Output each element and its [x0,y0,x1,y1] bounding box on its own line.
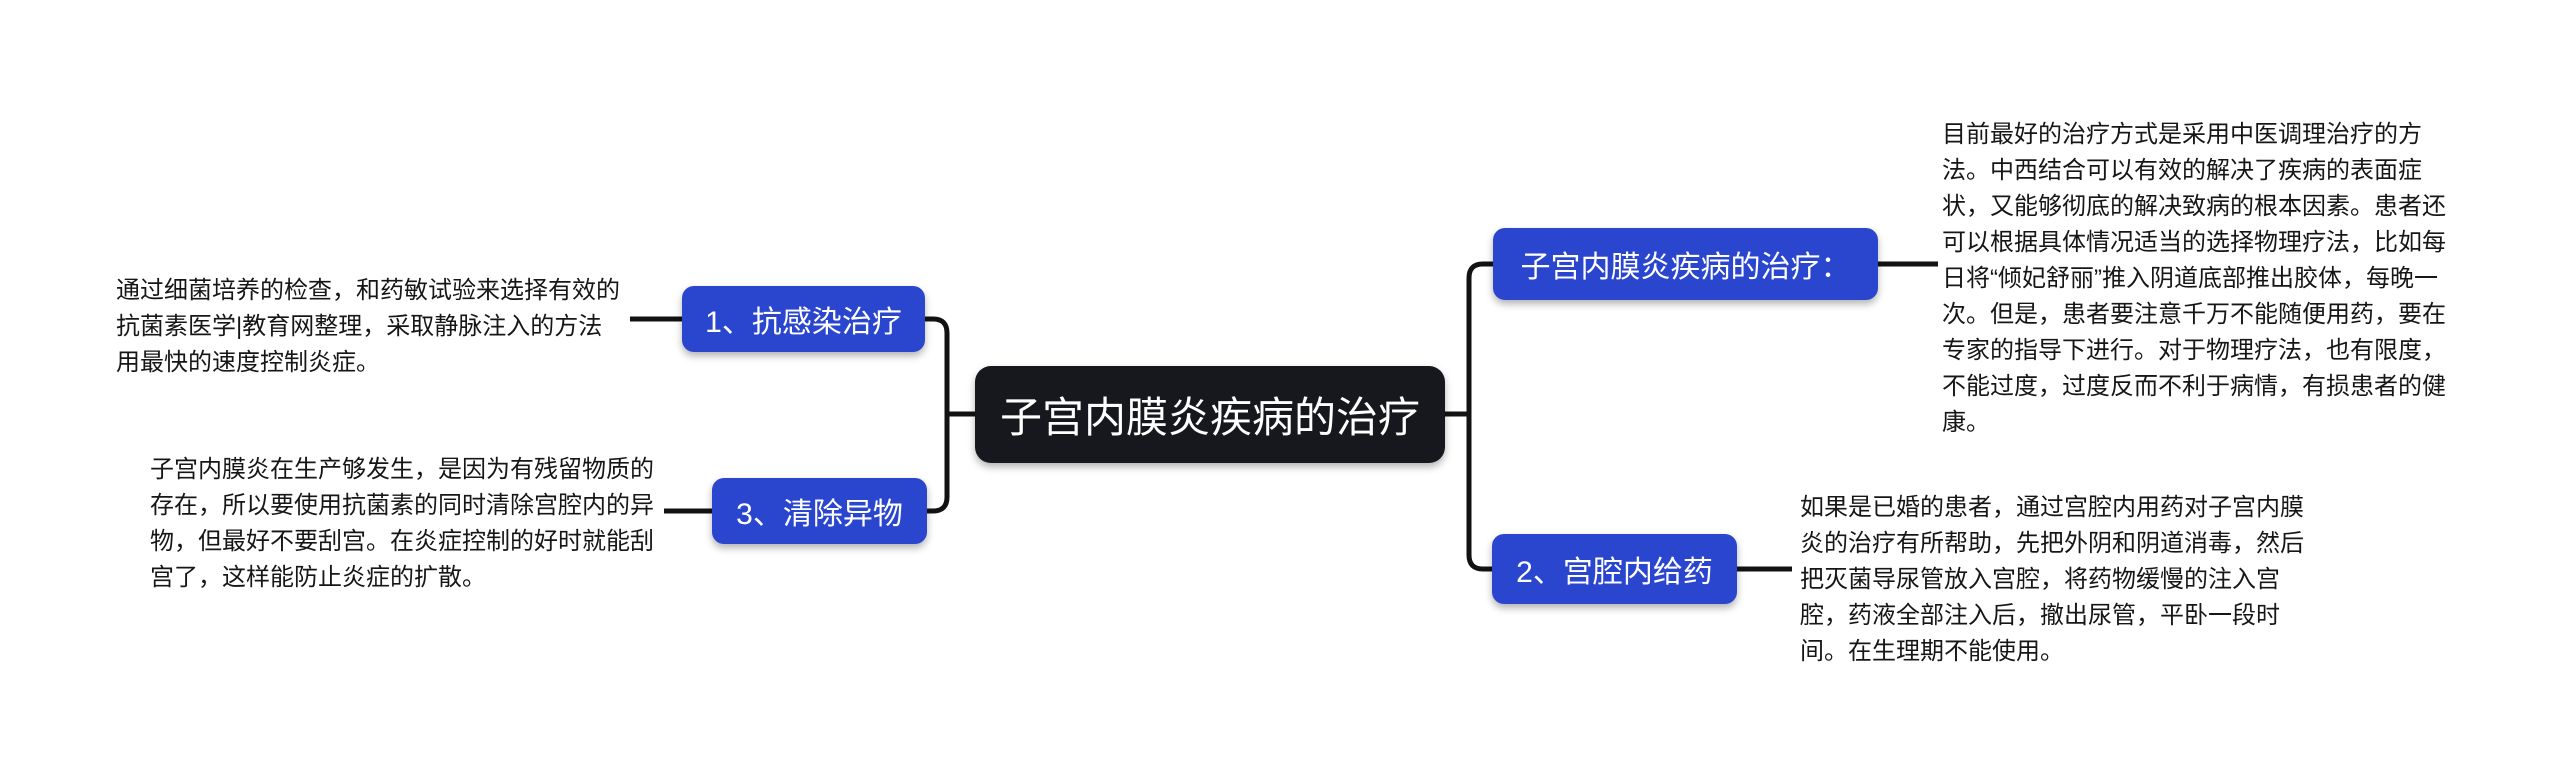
connector-right-bracket [1466,261,1496,572]
topic-remove-foreign-matter[interactable]: 3、清除异物 [712,478,927,544]
central-topic[interactable]: 子宫内膜炎疾病的治疗 [975,366,1445,463]
note-intrauterine-medication: 如果是已婚的患者，通过宫腔内用药对子宫内膜炎的治疗有所帮助，先把外阴和阴道消毒，… [1800,494,2304,665]
note-remove-foreign-matter: 子宫内膜炎在生产够发生，是因为有残留物质的存在，所以要使用抗菌素的同时清除宫腔内… [150,456,654,591]
connector-left-bracket [925,316,950,514]
topic-intrauterine-medication[interactable]: 2、宫腔内给药 [1492,534,1737,604]
note-disease-treatment: 目前最好的治疗方式是采用中医调理治疗的方法。中西结合可以有效的解决了疾病的表面症… [1942,121,2446,436]
topic-anti-infection[interactable]: 1、抗感染治疗 [682,286,925,352]
topic-disease-treatment[interactable]: 子宫内膜炎疾病的治疗： [1493,228,1878,300]
note-anti-infection: 通过细菌培养的检查，和药敏试验来选择有效的抗菌素医学|教育网整理，采取静脉注入的… [116,277,620,376]
